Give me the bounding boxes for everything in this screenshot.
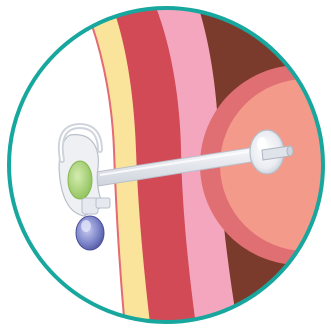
valve-connector [96, 198, 110, 208]
valve-cap-highlight [81, 220, 91, 232]
external-bumper [68, 161, 92, 199]
tube-tip-end [287, 146, 293, 156]
valve-cap [76, 216, 104, 250]
balloon-highlight [257, 137, 267, 151]
